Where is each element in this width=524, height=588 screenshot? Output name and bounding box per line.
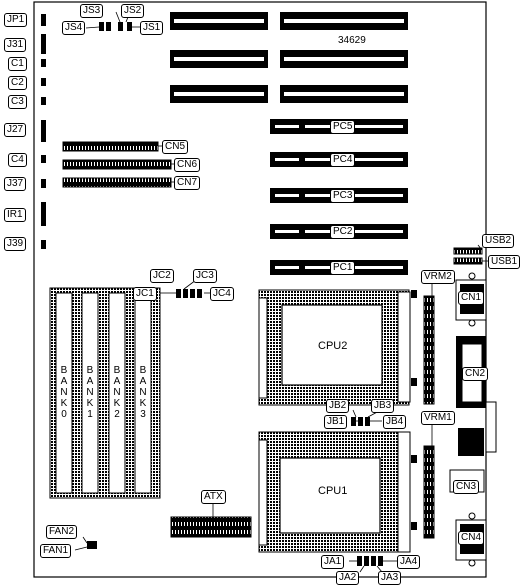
label-bank3: BANK3 — [139, 365, 147, 420]
label-c4: C4 — [8, 153, 27, 167]
atx-connector — [170, 516, 252, 538]
label-cn2: CN2 — [462, 367, 489, 381]
label-jb2: JB2 — [326, 399, 350, 413]
jc-jumper-block — [176, 289, 202, 298]
label-j31: J31 — [4, 38, 27, 52]
label-c3: C3 — [8, 95, 27, 109]
label-bank1: BANK1 — [86, 365, 94, 420]
label-bank0: BANK0 — [60, 365, 68, 420]
label-jc3: JC3 — [193, 269, 217, 283]
fan-connector — [87, 541, 97, 549]
vrm2-header — [423, 295, 435, 405]
label-js2: JS2 — [121, 4, 145, 18]
cpu1-socket — [258, 431, 417, 553]
label-cpu2: CPU2 — [318, 340, 348, 352]
label-cn1: CN1 — [458, 291, 485, 305]
label-ja1: JA1 — [321, 555, 345, 569]
label-jc1: JC1 — [133, 287, 157, 301]
label-cpu1: CPU1 — [318, 485, 348, 497]
label-jp1: JP1 — [4, 13, 28, 27]
label-js1: JS1 — [140, 21, 164, 35]
memory-banks — [49, 287, 161, 499]
label-j39: J39 — [4, 237, 27, 251]
board-id: 34629 — [338, 35, 366, 46]
left-edge-jumpers — [41, 14, 46, 249]
label-c1: C1 — [8, 57, 27, 71]
label-c2: C2 — [8, 76, 27, 90]
label-cn7: CN7 — [174, 176, 201, 190]
label-jb3: JB3 — [371, 399, 395, 413]
label-pc1: PC1 — [330, 261, 356, 275]
label-jc4: JC4 — [210, 287, 234, 301]
label-ja2: JA2 — [336, 571, 360, 585]
label-cn5: CN5 — [162, 140, 189, 154]
ja-jumper-block — [357, 556, 383, 566]
label-vrm2: VRM2 — [421, 270, 455, 284]
label-usb2: USB2 — [482, 234, 515, 248]
label-j37: J37 — [4, 177, 27, 191]
label-jb4: JB4 — [383, 415, 407, 429]
label-cn3: CN3 — [453, 480, 480, 494]
js-jumper-block — [99, 22, 132, 31]
label-ir1: IR1 — [4, 208, 26, 222]
label-js3: JS3 — [80, 4, 104, 18]
label-jc2: JC2 — [150, 269, 174, 283]
label-jb1: JB1 — [324, 415, 348, 429]
label-cn6: CN6 — [174, 158, 201, 172]
label-pc5: PC5 — [330, 120, 356, 134]
label-ja3: JA3 — [378, 571, 402, 585]
label-cn4: CN4 — [458, 531, 485, 545]
label-usb1: USB1 — [488, 255, 521, 269]
cpu2-socket — [258, 289, 417, 406]
label-pc4: PC4 — [330, 153, 356, 167]
label-fan2: FAN2 — [46, 525, 78, 539]
label-pc3: PC3 — [330, 189, 356, 203]
label-pc2: PC2 — [330, 225, 356, 239]
jb-jumper-block — [351, 417, 370, 426]
label-bank2: BANK2 — [113, 365, 121, 420]
label-vrm1: VRM1 — [421, 411, 455, 425]
ide-headers — [62, 141, 172, 188]
label-fan1: FAN1 — [40, 544, 72, 558]
label-ja4: JA4 — [397, 555, 421, 569]
label-j27: J27 — [4, 123, 27, 137]
label-atx: ATX — [201, 490, 226, 504]
vrm1-header — [423, 445, 435, 539]
label-js4: JS4 — [62, 21, 86, 35]
